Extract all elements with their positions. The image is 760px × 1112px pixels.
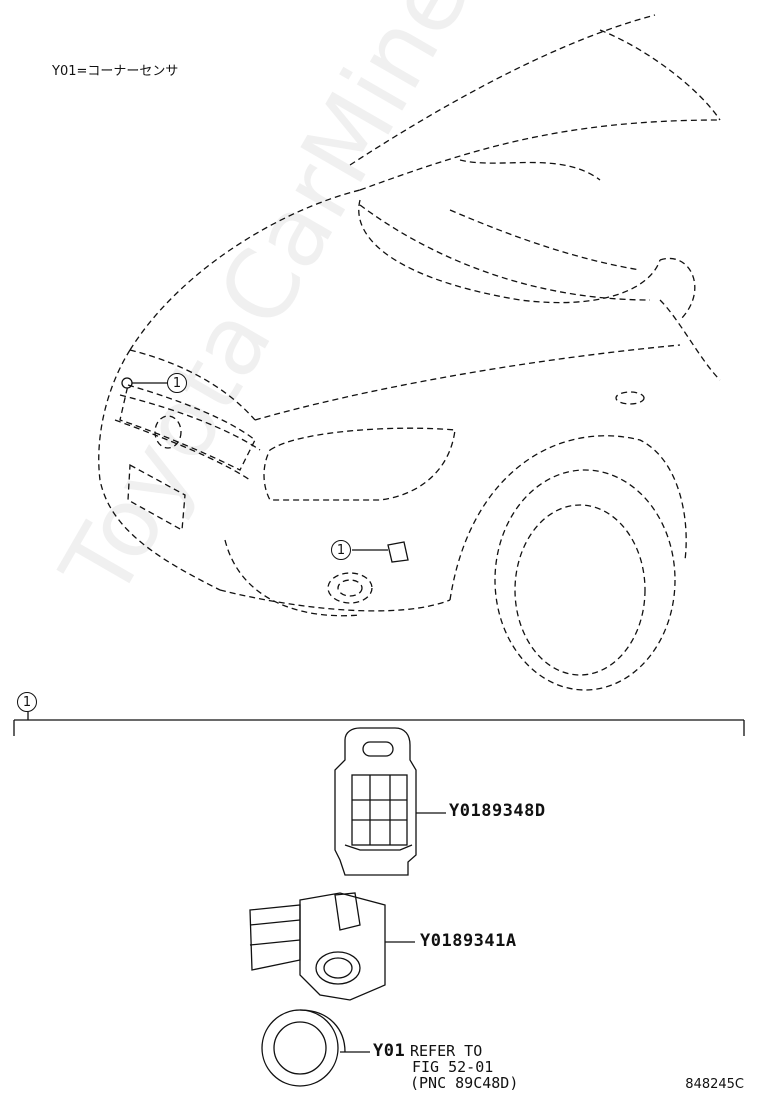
part-number-bracket: Y0189348D bbox=[449, 801, 546, 821]
figure-id: 848245C bbox=[685, 1077, 744, 1092]
legend-text: Y01=コーナーセンサ bbox=[52, 64, 179, 79]
reference-line-2: FIG 52-01 bbox=[412, 1058, 494, 1076]
retainer-bracket-drawing bbox=[334, 727, 446, 876]
group-bracket bbox=[13, 712, 745, 736]
reference-line-3: (PNC 89C48D) bbox=[410, 1074, 519, 1092]
part-number-sensor: Y0189341A bbox=[420, 931, 517, 951]
front-sensor-mark bbox=[121, 377, 133, 389]
group-marker: 1 bbox=[17, 692, 37, 712]
sensor-cap-drawing bbox=[261, 1009, 370, 1087]
car-outline bbox=[98, 14, 721, 691]
corner-sensor-mark bbox=[387, 541, 409, 563]
reference-note: REFER TO FIG 52-01 (PNC 89C48D) bbox=[410, 1043, 518, 1091]
part-number-cap: Y01 bbox=[373, 1041, 406, 1061]
callout-1-bumper: 1 bbox=[331, 540, 351, 560]
reference-line-1: REFER TO bbox=[410, 1042, 483, 1060]
ultrasonic-sensor-drawing bbox=[249, 892, 415, 1001]
callout-1-hood: 1 bbox=[167, 373, 187, 393]
